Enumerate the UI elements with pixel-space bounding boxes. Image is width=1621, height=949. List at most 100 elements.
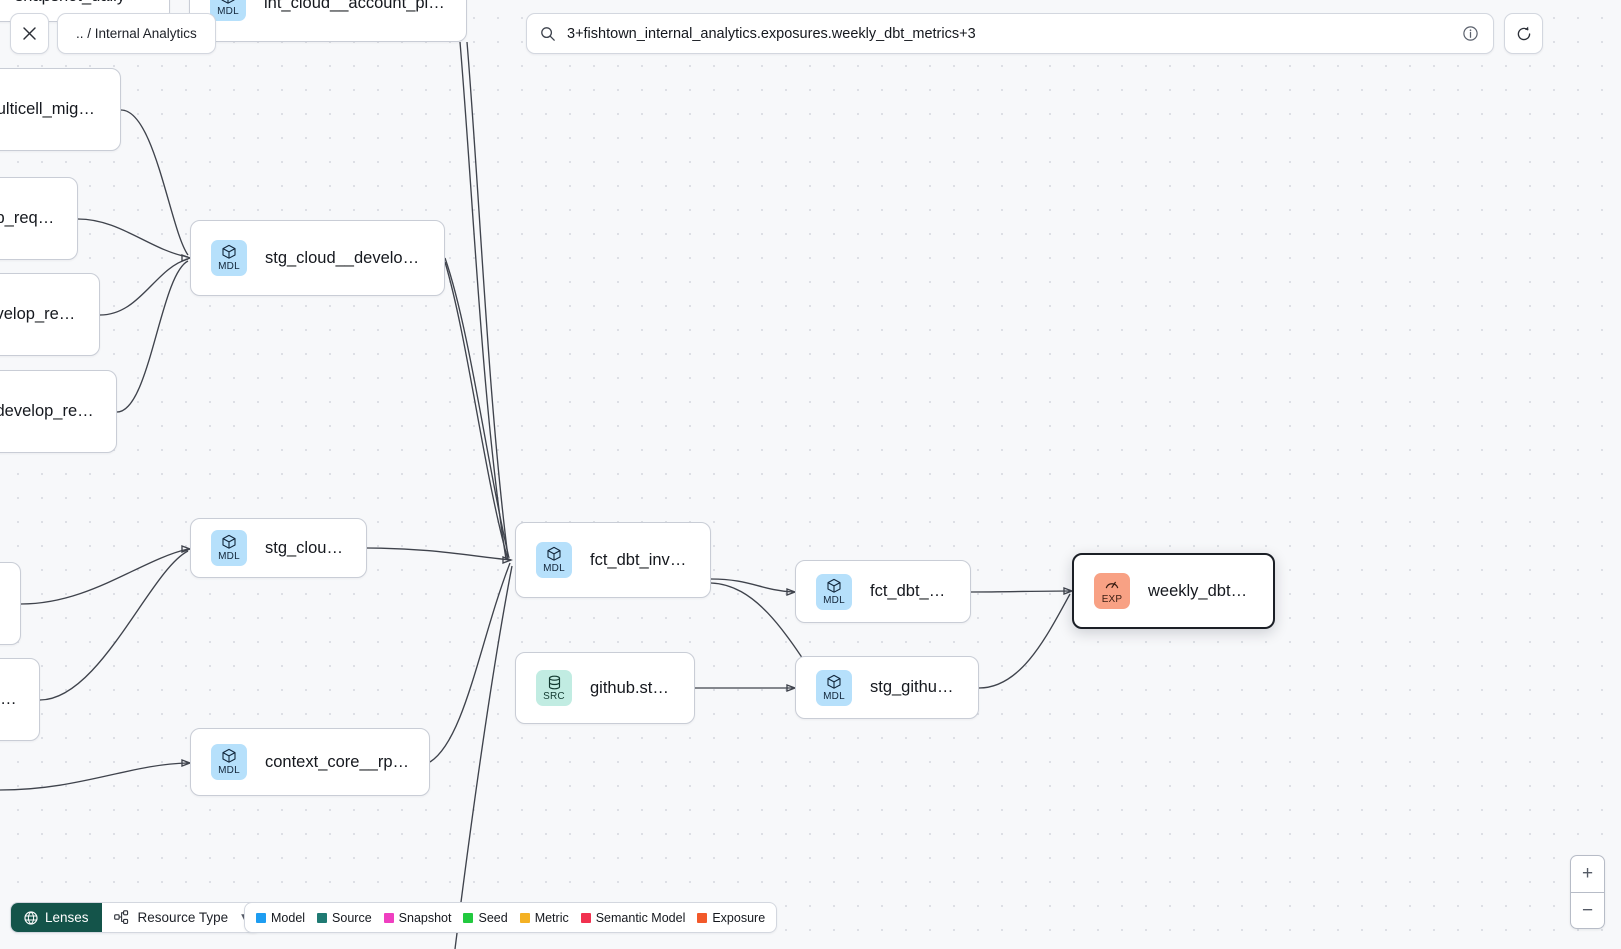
graph-node[interactable]: MDL stg_cloud__runs bbox=[190, 518, 367, 578]
search-icon bbox=[541, 26, 555, 41]
node-type-badge-mdl: MDL bbox=[211, 744, 247, 780]
legend-label: Snapshot bbox=[398, 910, 452, 925]
node-type-badge-mdl: MDL bbox=[816, 669, 852, 706]
legend-item[interactable]: Model bbox=[256, 911, 305, 925]
node-type-label: MDL bbox=[543, 563, 565, 574]
database-icon bbox=[548, 675, 560, 689]
cube-icon bbox=[827, 674, 841, 689]
node-type-badge-mdl: MDL bbox=[211, 530, 247, 566]
node-type-badge-mdl: MDL bbox=[211, 240, 247, 276]
legend-label: Exposure bbox=[712, 910, 766, 925]
resource-type-label: Resource Type bbox=[137, 910, 229, 925]
graph-node[interactable]: MDL…n bbox=[0, 562, 21, 645]
node-label: fct_dbt_projects bbox=[870, 582, 950, 600]
lenses-button[interactable]: Lenses bbox=[11, 903, 102, 932]
node-label: multicell_migrat… bbox=[0, 100, 100, 118]
breadcrumb-label: .. / Internal Analytics bbox=[76, 26, 197, 41]
lens-toolbar: Lenses Resource Type ▼ bbox=[10, 902, 262, 933]
node-label: …velop_request bbox=[0, 305, 79, 323]
cube-icon bbox=[222, 244, 236, 259]
graph-node[interactable]: SRC github.stargazers bbox=[515, 652, 695, 724]
node-type-badge-mdl: MDL bbox=[536, 542, 572, 578]
node-type-badge-src: SRC bbox=[536, 670, 572, 706]
cube-icon bbox=[827, 578, 841, 593]
legend-item[interactable]: Seed bbox=[463, 910, 508, 925]
zoom-controls: + − bbox=[1570, 855, 1605, 929]
legend-swatch bbox=[256, 912, 266, 923]
gauge-icon bbox=[1105, 581, 1119, 589]
cube-icon bbox=[222, 534, 236, 549]
node-label: …p_request bbox=[0, 209, 57, 227]
legend-item[interactable]: Semantic Model bbox=[580, 910, 686, 925]
legend-label: Semantic Model bbox=[595, 910, 686, 925]
node-label: snapshot_daily bbox=[15, 0, 125, 6]
node-type-badge-exp: EXP bbox=[1094, 573, 1130, 609]
node-label: fct_dbt_invocations bbox=[590, 550, 690, 569]
node-label: github.stargazers bbox=[590, 678, 674, 697]
graph-node[interactable]: MDL…velop_request bbox=[0, 273, 100, 356]
legend-swatch bbox=[580, 912, 591, 923]
zoom-out-button[interactable]: − bbox=[1571, 892, 1604, 928]
search-bar[interactable]: 3+fishtown_internal_analytics.exposures.… bbox=[526, 13, 1494, 54]
zoom-in-button[interactable]: + bbox=[1571, 856, 1604, 892]
node-type-label: MDL bbox=[217, 6, 239, 17]
node-type-label: MDL bbox=[218, 765, 240, 776]
close-icon bbox=[23, 27, 36, 40]
legend-item[interactable]: Metric bbox=[519, 910, 569, 925]
legend-swatch bbox=[697, 912, 708, 923]
info-icon[interactable] bbox=[1462, 25, 1479, 42]
graph-node[interactable]: MDL int_cloud__account_plan_history bbox=[189, 0, 467, 42]
graph-node[interactable]: MDL fct_dbt_invocations bbox=[515, 522, 711, 598]
node-label: stg_cloud__runs bbox=[265, 538, 346, 557]
cube-icon bbox=[221, 0, 235, 4]
node-type-badge-mdl: MDL bbox=[816, 573, 852, 610]
cube-icon bbox=[547, 546, 561, 561]
node-type-label: SRC bbox=[543, 690, 565, 702]
node-type-label: MDL bbox=[823, 690, 845, 702]
legend-item[interactable]: Source bbox=[317, 911, 372, 925]
graph-node[interactable]: MDL….run bbox=[0, 658, 40, 741]
graph-node[interactable]: MDL stg_github__stars bbox=[795, 656, 979, 719]
legend-item[interactable]: Exposure bbox=[697, 911, 765, 925]
graph-node[interactable]: MDL fct_dbt_projects bbox=[795, 560, 971, 623]
graph-node[interactable]: EXP weekly_dbt_metrics bbox=[1072, 553, 1275, 629]
node-label: weekly_dbt_metrics bbox=[1148, 581, 1253, 600]
node-label: stg_github__stars bbox=[870, 678, 958, 696]
lenses-label: Lenses bbox=[45, 910, 89, 925]
legend-label: Model bbox=[271, 910, 306, 925]
node-label: stg_cloud__develop_requests bbox=[265, 248, 424, 267]
node-type-label: MDL bbox=[218, 551, 240, 562]
graph-node[interactable]: MDL stg_cloud__develop_requests bbox=[190, 220, 445, 296]
graph-node[interactable]: MDL…p_request bbox=[0, 177, 78, 260]
legend-swatch bbox=[519, 912, 530, 923]
graph-node[interactable]: MDL…develop_request bbox=[0, 370, 117, 453]
node-type-badge-mdl: MDL bbox=[210, 0, 246, 21]
legend-item[interactable]: Snapshot bbox=[383, 910, 452, 925]
node-label: …develop_request bbox=[0, 402, 96, 420]
cube-icon bbox=[222, 748, 236, 763]
legend-label: Metric bbox=[534, 910, 569, 925]
refresh-icon bbox=[1517, 26, 1530, 40]
zoom-out-label: − bbox=[1581, 899, 1594, 921]
refresh-button[interactable] bbox=[1504, 13, 1543, 54]
zoom-in-label: + bbox=[1581, 863, 1594, 884]
legend-label: Source bbox=[332, 910, 372, 925]
close-button[interactable] bbox=[10, 13, 49, 54]
graph-node[interactable]: MDLmulticell_migrat… bbox=[0, 68, 121, 151]
legend-swatch bbox=[317, 912, 328, 923]
legend-swatch bbox=[383, 912, 394, 923]
node-label: ….run bbox=[0, 690, 19, 708]
legend-swatch bbox=[463, 912, 474, 923]
lens-icon bbox=[24, 910, 38, 925]
node-label: int_cloud__account_plan_history bbox=[264, 0, 446, 12]
node-type-label: EXP bbox=[1101, 594, 1123, 605]
hierarchy-icon bbox=[113, 910, 128, 924]
resource-type-dropdown[interactable]: Resource Type ▼ bbox=[102, 903, 260, 932]
search-input[interactable]: 3+fishtown_internal_analytics.exposures.… bbox=[567, 25, 976, 42]
breadcrumb[interactable]: .. / Internal Analytics bbox=[57, 13, 216, 54]
legend-label: Seed bbox=[478, 910, 508, 925]
resource-type-legend: Model Source Snapshot Seed Metric Semantic Mo… bbox=[244, 902, 778, 933]
